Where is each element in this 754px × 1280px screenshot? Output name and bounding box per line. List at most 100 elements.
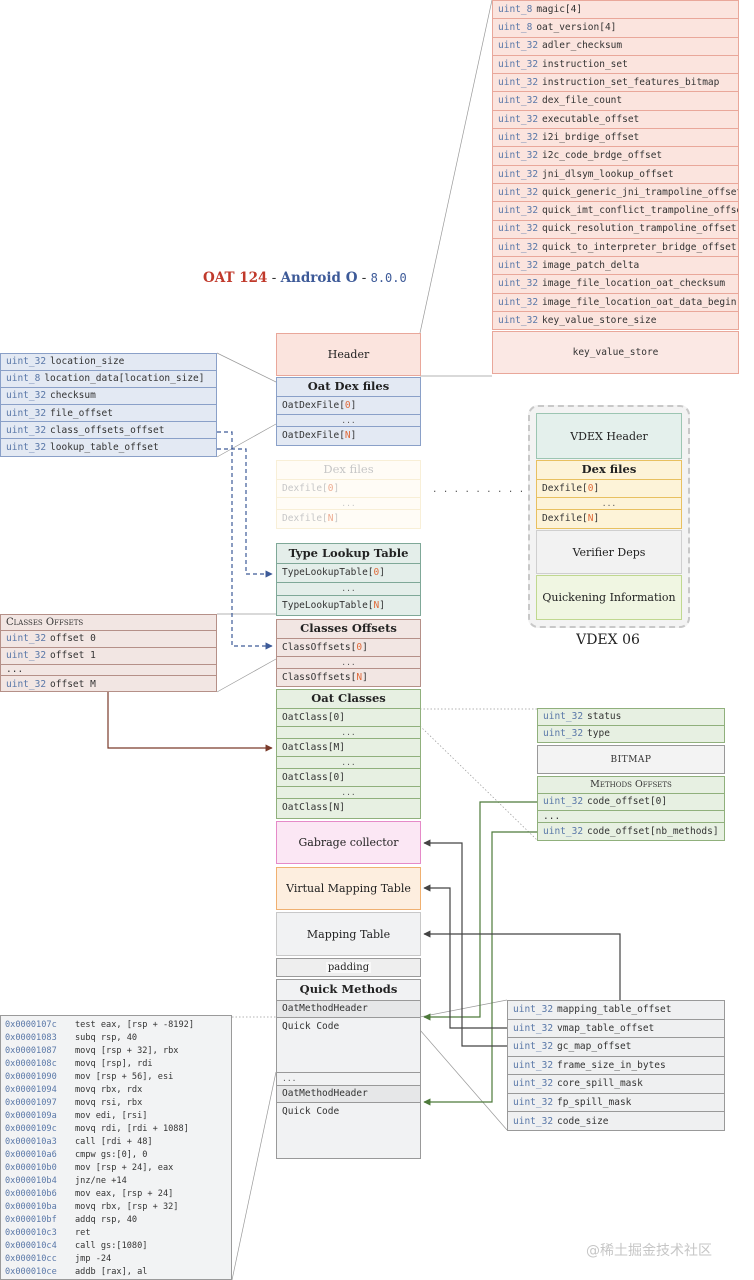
type-lookup-prefix: TypeLookupTable[ bbox=[282, 599, 374, 611]
assembly-line: 0x000010c3 ret bbox=[5, 1228, 91, 1238]
methods-offsets-name: code_offset[0] bbox=[587, 796, 668, 808]
faded-dexfile-prefix: Dexfile[ bbox=[282, 482, 328, 494]
assembly-address: 0x00001090 bbox=[5, 1072, 57, 1082]
oat-header-field-type: uint_32 bbox=[498, 77, 539, 89]
method-header-field-type: uint_32 bbox=[513, 1096, 554, 1108]
faded-dexfile-last: Dexfile[N] bbox=[277, 510, 420, 528]
method-header-field-type: uint_32 bbox=[513, 1022, 554, 1034]
oat-header-field-name: jni_dlsym_lookup_offset bbox=[542, 168, 674, 180]
oat-dex-files-title: Oat Dex files bbox=[277, 378, 420, 397]
method-header-field-name: mapping_table_offset bbox=[557, 1004, 672, 1015]
oat-dex-file-suffix: ] bbox=[350, 430, 357, 442]
type-lookup-prefix: TypeLookupTable[ bbox=[282, 567, 374, 579]
padding-label: padding bbox=[325, 962, 372, 973]
oat-header-field-type: uint_32 bbox=[498, 278, 539, 290]
quick-code-1: Quick Code bbox=[282, 1020, 340, 1032]
type-lookup-table-block: Type Lookup Table TypeLookupTable[0] ...… bbox=[276, 543, 421, 616]
oat-dex-file-prefix: OatDexFile[ bbox=[282, 430, 345, 442]
vdex-dexfile-ellipsis: ... bbox=[537, 498, 681, 510]
assembly-instruction: movq rdi, [rdi + 1088] bbox=[75, 1124, 189, 1134]
assembly-instruction: subq rsp, 40 bbox=[75, 1033, 138, 1043]
mapping-table-block: Mapping Table bbox=[276, 912, 421, 956]
class-offsets-suffix: ] bbox=[362, 641, 368, 653]
classes-offsets-detail-type: uint_32 bbox=[6, 633, 47, 645]
oat-class-bitmap-block: bitmap bbox=[537, 745, 725, 774]
methods-offsets-name: ... bbox=[543, 811, 561, 822]
oat-dex-file-suffix: ] bbox=[350, 399, 357, 411]
vdex-dexfile-prefix: Dexfile[ bbox=[542, 513, 588, 525]
oat-dex-file-field-type: uint_32 bbox=[6, 407, 47, 419]
oat-dex-file-field-type: uint_8 bbox=[6, 373, 41, 385]
assembly-address: 0x000010a3 bbox=[5, 1137, 57, 1147]
class-offsets-suffix: ] bbox=[362, 672, 368, 684]
vdex-dexfile-suffix: ] bbox=[593, 482, 600, 494]
classes-offsets-detail-name: offset 0 bbox=[50, 633, 96, 645]
oat-class-item: OatClass[N] bbox=[282, 802, 345, 814]
oat-header-field-type: uint_32 bbox=[498, 186, 539, 198]
title-sep-2: - bbox=[357, 270, 371, 286]
assembly-instruction: call [rdi + 48] bbox=[75, 1137, 153, 1147]
oat-dex-file-field-type: uint_32 bbox=[6, 356, 47, 368]
title-version: 8.0.0 bbox=[370, 271, 407, 285]
assembly-address: 0x00001097 bbox=[5, 1098, 57, 1108]
oat-dex-file-ellipsis: ... bbox=[277, 415, 420, 427]
vdex-dex-files-title: Dex files bbox=[537, 461, 681, 480]
type-lookup-suffix: ] bbox=[379, 567, 385, 579]
oat-header-field-type: uint_32 bbox=[498, 40, 539, 52]
faded-dexfile-suffix: ] bbox=[333, 513, 340, 525]
oat-header-field-type: uint_32 bbox=[498, 241, 539, 253]
assembly-line: 0x000010a3 call [rdi + 48] bbox=[5, 1137, 153, 1147]
faded-dexfile-prefix: Dexfile[ bbox=[282, 513, 328, 525]
key-value-store-label: key_value_store bbox=[572, 347, 659, 358]
oat-dex-file-field-name: class_offsets_offset bbox=[50, 424, 165, 436]
class-offsets-first-index: 0 bbox=[356, 641, 363, 653]
oat-header-field-type: uint_32 bbox=[498, 205, 539, 217]
assembly-address: 0x00001083 bbox=[5, 1033, 57, 1043]
classes-offsets-block: Classes Offsets ClassOffsets[0] ... Clas… bbox=[276, 619, 421, 687]
oat-dex-file-field-type: uint_32 bbox=[6, 390, 47, 402]
class-offsets-last: ClassOffsets[N] bbox=[277, 669, 420, 687]
method-header-field-name: fp_spill_mask bbox=[557, 1096, 632, 1108]
oat-class-field-name: type bbox=[587, 728, 610, 739]
oat-header-label: Header bbox=[327, 348, 370, 361]
assembly-instruction: ret bbox=[75, 1228, 91, 1238]
oat-header-field-name: executable_offset bbox=[542, 113, 640, 125]
type-lookup-ellipsis: ... bbox=[277, 583, 420, 596]
vdex-quickening-label: Quickening Information bbox=[542, 591, 676, 604]
oat-class-field-type: uint_32 bbox=[543, 711, 584, 722]
assembly-address: 0x000010b4 bbox=[5, 1176, 57, 1186]
vdex-verifier-deps-label: Verifier Deps bbox=[572, 545, 646, 559]
type-lookup-last: TypeLookupTable[N] bbox=[277, 596, 420, 615]
quick-code-2: Quick Code bbox=[282, 1105, 340, 1117]
oat-header-field-name: quick_to_interpreter_bridge_offset bbox=[542, 241, 737, 253]
assembly-instruction: call gs:[1080] bbox=[75, 1241, 148, 1251]
classes-offsets-detail-name: offset M bbox=[50, 678, 96, 690]
assembly-address: 0x000010c3 bbox=[5, 1228, 57, 1238]
oat-header-field-type: uint_32 bbox=[498, 95, 539, 107]
title-sep-1: - bbox=[267, 270, 281, 286]
mapping-table-label: Mapping Table bbox=[306, 927, 391, 941]
